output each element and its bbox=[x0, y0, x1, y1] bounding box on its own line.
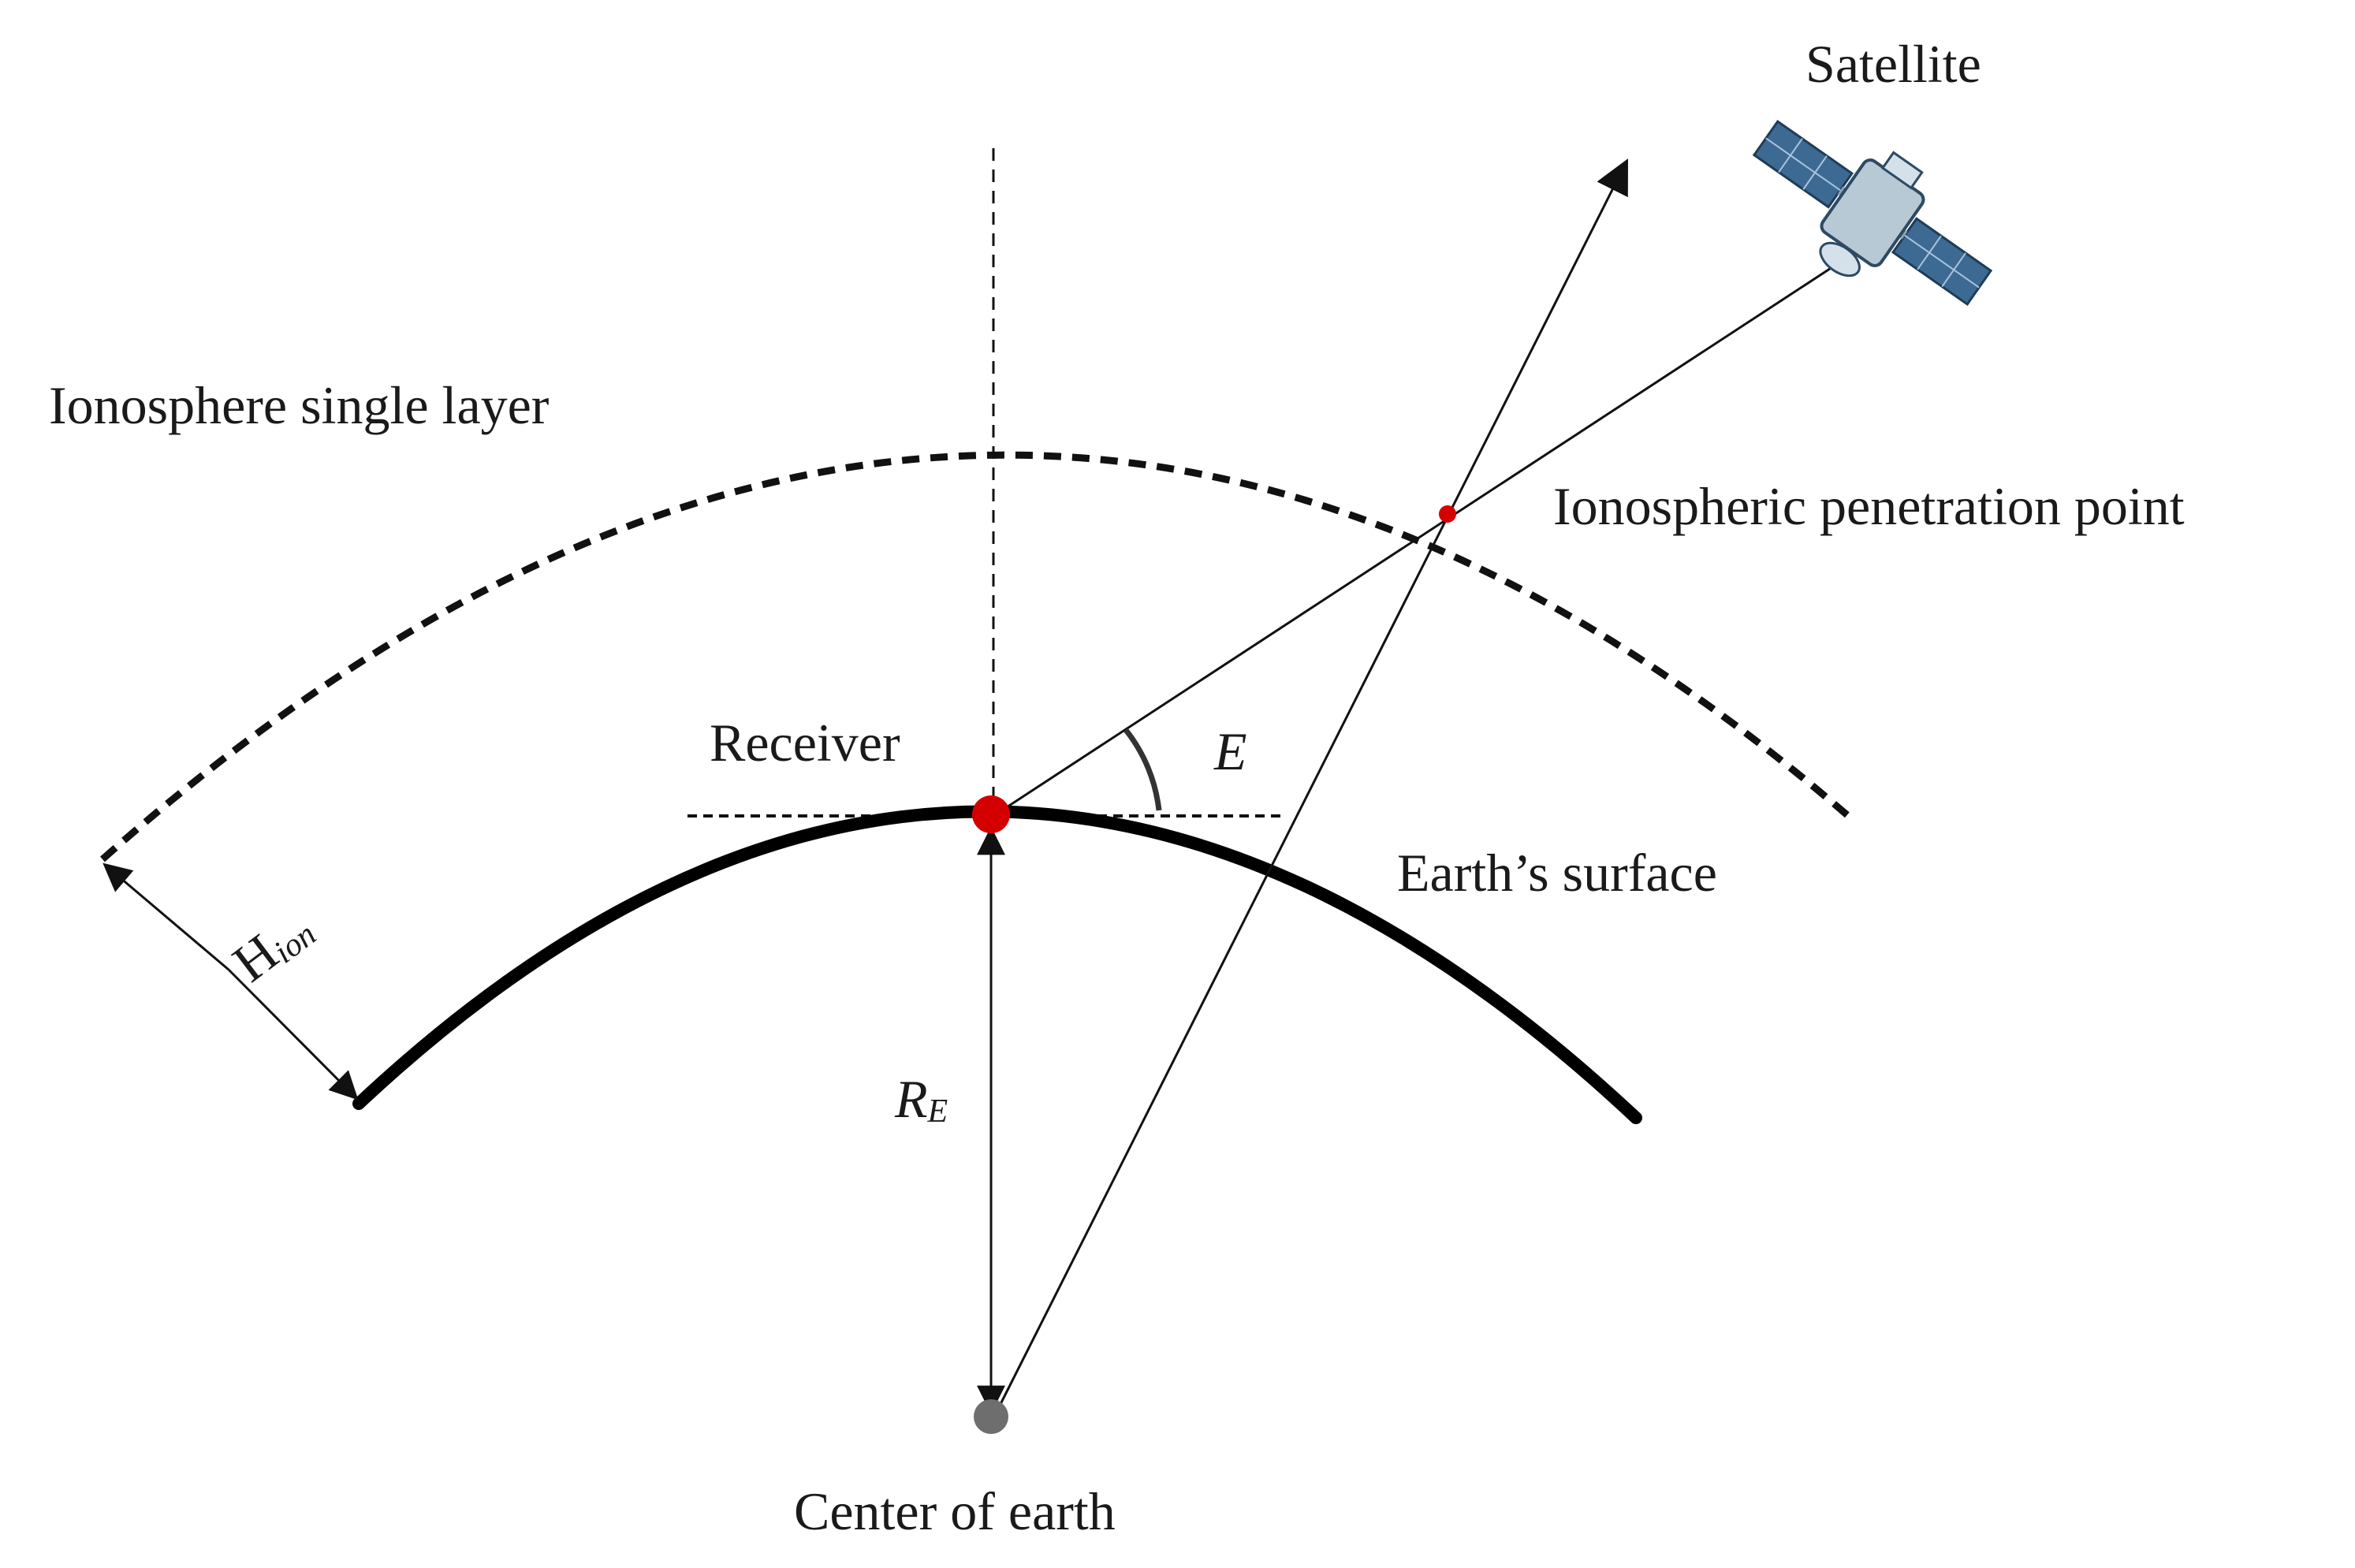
elevation-angle-arc bbox=[1123, 728, 1162, 811]
satellite-icon bbox=[1752, 119, 1993, 307]
center-of-earth-label: Center of earth bbox=[794, 1481, 1116, 1541]
ionosphere-layer-label: Ionosphere single layer bbox=[49, 375, 550, 435]
radius-sub: E bbox=[927, 1093, 948, 1130]
ionosphere-height-arrow-upper bbox=[102, 862, 229, 971]
radius-main: R bbox=[894, 1069, 928, 1129]
ipp-label: Ionospheric penetration point bbox=[1553, 476, 2185, 536]
receiver-label: Receiver bbox=[710, 713, 900, 773]
receiver-dot bbox=[972, 795, 1010, 833]
line-of-sight bbox=[993, 263, 1838, 818]
center-of-earth-dot bbox=[974, 1399, 1008, 1434]
ionosphere-layer-arc bbox=[100, 451, 1855, 862]
ionosphere-height-arrow-lower bbox=[227, 968, 359, 1101]
satellite-label: Satellite bbox=[1805, 34, 1981, 94]
ipp-dot bbox=[1439, 505, 1456, 523]
earth-radius-label: RE bbox=[894, 1069, 948, 1130]
earth-surface-label: Earth’s surface bbox=[1397, 843, 1717, 903]
elevation-angle-label: E bbox=[1213, 721, 1247, 781]
center-to-ipp-line bbox=[993, 158, 1628, 1416]
